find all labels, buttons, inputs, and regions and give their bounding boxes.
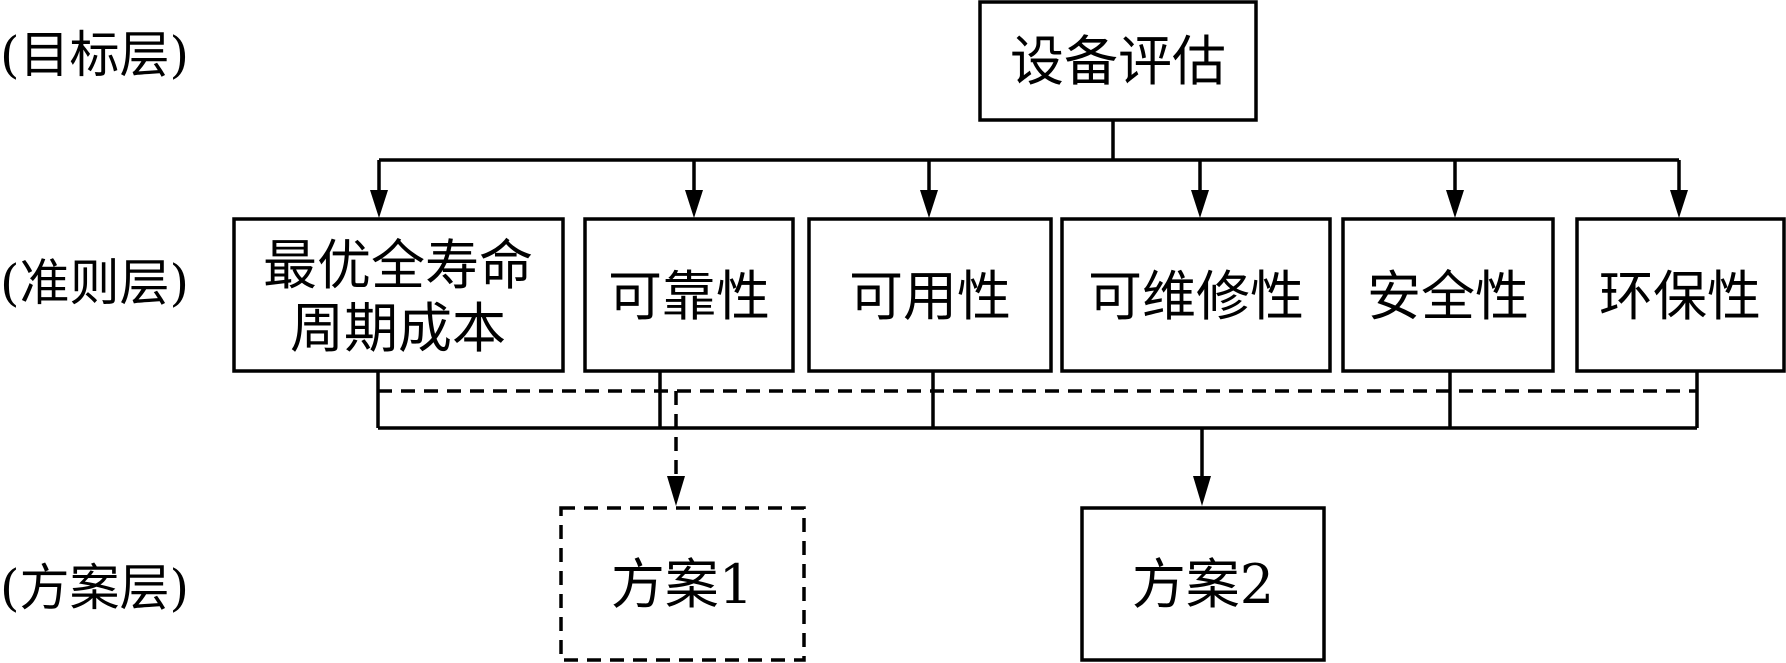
arrow-head xyxy=(1191,190,1209,218)
goal-node-label: 设备评估 xyxy=(1010,30,1226,93)
alternative-label: 方案2 xyxy=(1132,553,1274,616)
arrow-head xyxy=(1670,190,1688,218)
criterion-node-lifecycle-cost: 最优全寿命 周期成本 xyxy=(232,217,565,373)
criterion-label: 可用性 xyxy=(849,265,1011,328)
arrow-head xyxy=(370,190,388,218)
layer-label-alternatives: (方案层) xyxy=(0,559,189,617)
goal-node: 设备评估 xyxy=(978,0,1258,122)
layer-label-criteria: (准则层) xyxy=(0,254,189,312)
criterion-label-line1: 最优全寿命 xyxy=(263,234,533,297)
arrow-head xyxy=(685,190,703,218)
goal-to-criteria-connectors xyxy=(370,120,1688,218)
arrow-head xyxy=(920,190,938,218)
arrow-head xyxy=(1446,190,1464,218)
criterion-node-environmental: 环保性 xyxy=(1575,217,1786,373)
layer-label-goal: (目标层) xyxy=(0,26,189,84)
criteria-to-alternative2-connectors xyxy=(376,371,1699,506)
criterion-label: 环保性 xyxy=(1599,265,1761,328)
alternative-node-2: 方案2 xyxy=(1080,506,1326,662)
criterion-label-line2: 周期成本 xyxy=(290,297,506,360)
arrow-head xyxy=(1193,476,1211,506)
alternative-node-1: 方案1 xyxy=(559,506,806,662)
criterion-node-reliability: 可靠性 xyxy=(583,217,795,373)
criterion-node-availability: 可用性 xyxy=(807,217,1053,373)
criterion-node-maintainability: 可维修性 xyxy=(1060,217,1332,373)
alternative-label: 方案1 xyxy=(611,553,753,616)
criterion-node-safety: 安全性 xyxy=(1341,217,1555,373)
criterion-label: 可维修性 xyxy=(1088,265,1304,328)
criteria-to-alternative1-connectors xyxy=(378,389,1697,506)
arrow-head xyxy=(667,476,685,506)
criterion-label: 安全性 xyxy=(1367,265,1529,328)
criterion-label: 可靠性 xyxy=(608,265,770,328)
